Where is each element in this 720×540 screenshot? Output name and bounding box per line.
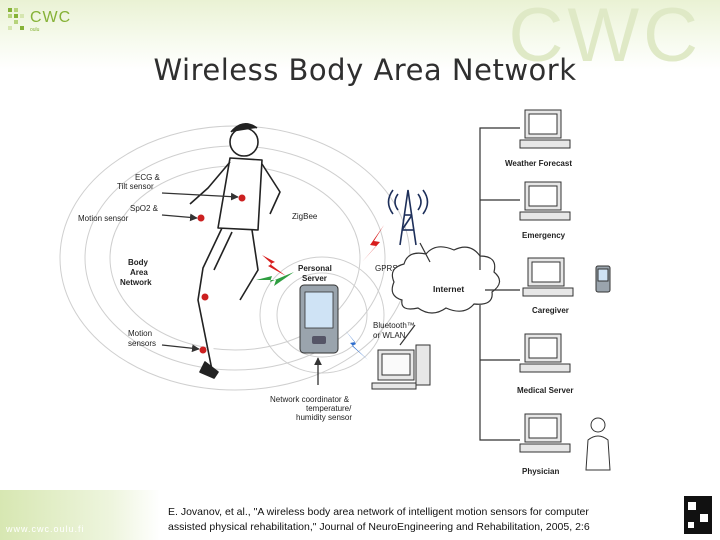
pda-caregiver-icon — [595, 265, 611, 293]
physician-person-icon — [585, 417, 611, 471]
university-logo-icon — [684, 496, 712, 534]
body-area-rings — [59, 125, 411, 391]
computer-medical-icon — [519, 333, 571, 373]
computer-physician-icon — [519, 413, 571, 453]
label-ecg: ECG & — [135, 173, 161, 182]
label-caregiver: Caregiver — [532, 306, 569, 315]
footer-band — [0, 490, 160, 540]
lightning-red-icon — [262, 255, 286, 276]
network-links — [399, 127, 520, 441]
pda-icon — [299, 284, 339, 354]
computer-caregiver-icon — [522, 257, 574, 297]
label-motion-sensor: Motion sensor — [78, 214, 129, 223]
lightning-red-icon-2 — [362, 225, 384, 262]
label-bluetooth: Bluetooth™ — [373, 321, 415, 330]
label-coordinator-1: Network coordinator & — [270, 395, 350, 404]
label-tilt: Tilt sensor — [117, 182, 154, 191]
sensor-dots — [197, 194, 246, 354]
citation-line-1: E. Jovanov, et al., "A wireless body are… — [168, 506, 589, 518]
spo2-sensor-dot — [197, 214, 205, 222]
label-medical: Medical Server — [517, 386, 573, 395]
citation-line-2: assisted physical rehabilitation," Journ… — [168, 521, 590, 533]
label-area: Area — [130, 268, 148, 277]
cwc-logo-text: CWC — [30, 9, 72, 26]
cwc-logo-icon — [8, 8, 24, 30]
label-coordinator-2: temperature/ — [306, 404, 352, 413]
cell-tower-icon — [387, 189, 429, 246]
label-physician: Physician — [522, 467, 559, 476]
label-body: Body — [128, 258, 149, 267]
label-server: Server — [302, 274, 327, 283]
cwc-logo-subtext: oulu — [30, 27, 40, 33]
label-sensors: sensors — [128, 339, 156, 348]
citation: E. Jovanov, et al., "A wireless body are… — [168, 505, 688, 535]
watermark: CWC — [508, 0, 702, 78]
lightning-blue-icon — [345, 330, 368, 360]
label-personal: Personal — [298, 264, 332, 273]
label-emergency: Emergency — [522, 231, 566, 240]
desktop-computer-icon — [371, 344, 431, 390]
label-coordinator-3: humidity sensor — [296, 413, 352, 422]
computer-emergency-icon — [519, 181, 571, 221]
computer-weather-icon — [519, 109, 571, 149]
label-spo2: SpO2 & — [130, 204, 159, 213]
header-band — [0, 0, 720, 70]
label-gprs: GPRS — [375, 264, 398, 273]
motion-sensor-dot-1 — [201, 293, 209, 301]
label-motion: Motion — [128, 329, 152, 338]
ecg-sensor-dot — [238, 194, 246, 202]
lightning-green-icon — [256, 272, 294, 286]
footer-url: www.cwc.oulu.fi — [6, 524, 85, 534]
motion-sensor-dot-2 — [199, 346, 207, 354]
slide-title: Wireless Body Area Network — [153, 53, 577, 87]
runner-figure — [189, 123, 281, 379]
label-or-wlan: or WLAN — [373, 331, 406, 340]
sensor-arrows — [161, 192, 322, 385]
label-network: Network — [120, 278, 152, 287]
label-weather: Weather Forecast — [505, 159, 572, 168]
label-zigbee: ZigBee — [292, 212, 318, 221]
label-internet: Internet — [433, 284, 464, 294]
internet-cloud-icon: Internet — [391, 246, 501, 314]
